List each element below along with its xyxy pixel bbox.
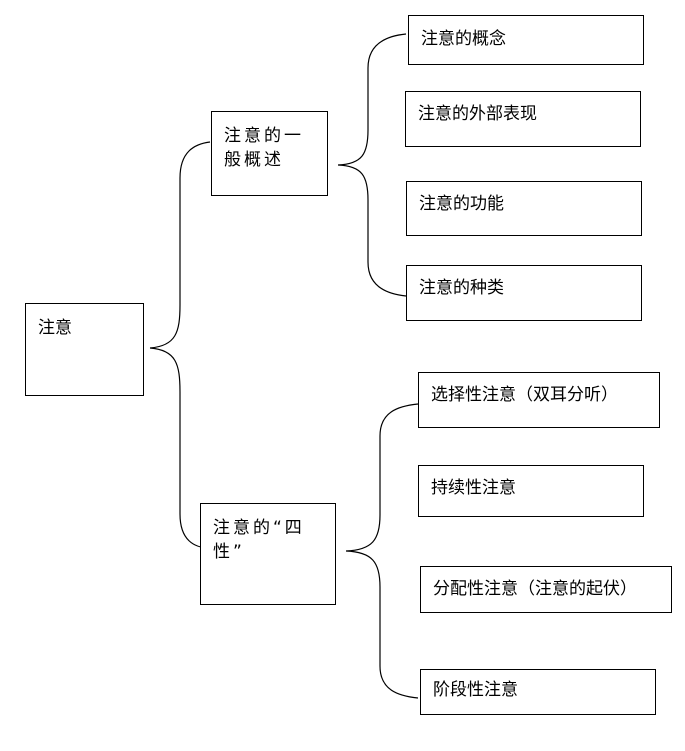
root-node: 注意 bbox=[25, 303, 144, 396]
leaf-node-stage-attention: 阶段性注意 bbox=[420, 669, 656, 715]
leaf-node-types: 注意的种类 bbox=[406, 265, 642, 321]
branch-node-four-properties: 注意的“四性” bbox=[200, 503, 336, 605]
leaf-node-function: 注意的功能 bbox=[406, 181, 642, 236]
leaf-node-selective-attention: 选择性注意（双耳分听） bbox=[418, 372, 660, 428]
branch-1-brace bbox=[337, 33, 407, 297]
branch-2-brace bbox=[345, 403, 419, 699]
branch-node-general-overview: 注意的一般概述 bbox=[211, 111, 328, 196]
root-brace bbox=[149, 141, 211, 549]
leaf-node-external-manifestation: 注意的外部表现 bbox=[405, 91, 641, 147]
leaf-node-divided-attention: 分配性注意（注意的起伏） bbox=[420, 566, 672, 613]
leaf-node-sustained-attention: 持续性注意 bbox=[418, 465, 644, 517]
leaf-node-concept: 注意的概念 bbox=[408, 15, 644, 65]
